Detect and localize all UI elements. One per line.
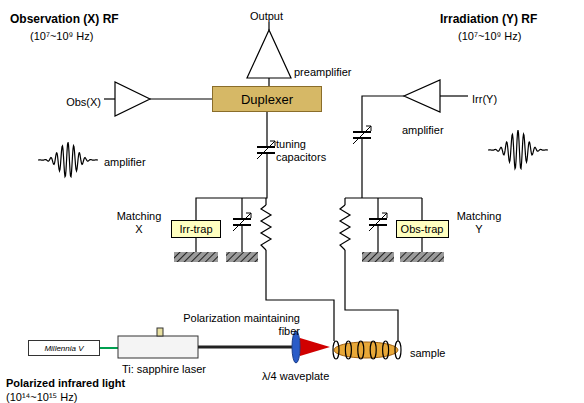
label-holder: Irr(Y): [472, 89, 497, 107]
pump-laser-box: Millennia V: [28, 340, 100, 356]
part-label: preamplifier: [294, 66, 351, 79]
label-holder: λ/4 waveplate: [262, 366, 329, 384]
part-label: Polarization maintaining fiber: [164, 312, 300, 338]
rf-pulse: [38, 142, 98, 177]
part-label: Output: [250, 10, 283, 23]
node-text: Obs-trap: [401, 223, 444, 235]
trap-box: Obs-trap: [396, 220, 449, 238]
label-holder: (10⁷~10⁹ Hz): [458, 26, 521, 44]
label-holder: tuning capacitors: [276, 138, 338, 165]
part-label: amplifier: [104, 156, 146, 169]
label-holder: amplifier: [402, 120, 444, 138]
ground-symbol: [400, 252, 444, 262]
ground-symbol: [226, 252, 258, 262]
label-holder: Irradiation (Y) RF: [440, 9, 537, 27]
obs-wire: [150, 98, 212, 99]
label-holder: (10¹⁴~10¹⁵ Hz): [6, 387, 77, 403]
node-text: Millennia V: [44, 344, 83, 353]
trap-box: Irr-trap: [171, 220, 221, 238]
amplifier-symbol: [404, 80, 440, 112]
obs-trap-wire: [421, 198, 422, 220]
part-label: Matching Y: [452, 210, 506, 236]
part-label: Irr(Y): [472, 93, 497, 106]
coil-winding: [395, 341, 401, 359]
part-label: (10⁷~10⁹ Hz): [30, 30, 93, 43]
node-text: Duplexer: [241, 92, 293, 107]
part-label: tuning capacitors: [276, 138, 338, 164]
obs-input-wire: [104, 98, 115, 99]
section-title: Irradiation (Y) RF: [440, 13, 537, 26]
preamp-wire: [268, 78, 269, 86]
coil-winding: [370, 341, 376, 359]
part-label: λ/4 waveplate: [262, 370, 329, 383]
label-holder: Obs(X): [66, 92, 101, 110]
sample-tube: [334, 342, 398, 358]
duplexer-box: Duplexer: [212, 86, 322, 112]
variable-capacitor-symbol: [233, 213, 251, 231]
optical-fiber: [198, 346, 292, 349]
part-label: sample: [410, 347, 445, 360]
part-label: (10¹⁴~10¹⁵ Hz): [6, 391, 77, 403]
label-holder: Matching X: [112, 210, 166, 237]
variable-capacitor-symbol: [353, 126, 371, 144]
label-holder: Polarization maintaining fiber: [164, 312, 300, 339]
section-title: Polarized infrared light: [6, 377, 125, 390]
coil-wire: [344, 198, 345, 205]
coil-wire: [265, 198, 266, 205]
junction-wire: [345, 197, 422, 198]
amplifier-symbol: [115, 82, 150, 116]
irr-trap-ground-wire: [195, 238, 196, 252]
resistor-symbol: [340, 205, 350, 250]
label-holder: Matching Y: [452, 210, 506, 237]
preamplifier-symbol: [247, 30, 291, 78]
part-label: amplifier: [402, 124, 444, 137]
variable-capacitor-symbol: [257, 141, 275, 159]
coil-winding: [383, 341, 389, 359]
label-holder: preamplifier: [294, 62, 351, 80]
label-holder: Output: [250, 6, 283, 24]
ground-symbol: [174, 252, 218, 262]
label-holder: (10⁷~10⁹ Hz): [30, 26, 93, 44]
ground-symbol: [362, 252, 394, 262]
ti-sapphire-laser-box: [118, 336, 198, 358]
node-text: Irr-trap: [180, 223, 213, 235]
circuit-wire: [196, 112, 267, 220]
coil-winding: [358, 341, 364, 359]
part-label: Ti: sapphire laser: [122, 363, 206, 376]
part-label: (10⁷~10⁹ Hz): [458, 30, 521, 43]
rf-pulse: [488, 130, 548, 169]
light-cone: [300, 338, 330, 356]
coil-winding: [333, 341, 339, 359]
label-holder: Polarized infrared light: [6, 373, 125, 391]
part-label: Matching X: [112, 210, 166, 236]
section-title: Observation (X) RF: [10, 13, 119, 26]
coil-wire: [266, 250, 334, 341]
coil-winding: [345, 341, 351, 359]
label-holder: sample: [410, 343, 445, 361]
pump-beam: [100, 347, 118, 349]
coil-wire: [345, 250, 398, 341]
variable-capacitor-symbol: [369, 213, 387, 231]
obs-trap-ground-wire: [421, 238, 422, 252]
part-label: Obs(X): [66, 96, 101, 109]
irr-input-wire: [440, 95, 468, 96]
resistor-symbol: [261, 205, 271, 250]
label-holder: Ti: sapphire laser: [122, 359, 206, 377]
laser-knob: [157, 328, 163, 336]
label-holder: amplifier: [104, 152, 146, 170]
label-holder: Observation (X) RF: [10, 9, 119, 27]
irr-wire: [362, 96, 404, 198]
